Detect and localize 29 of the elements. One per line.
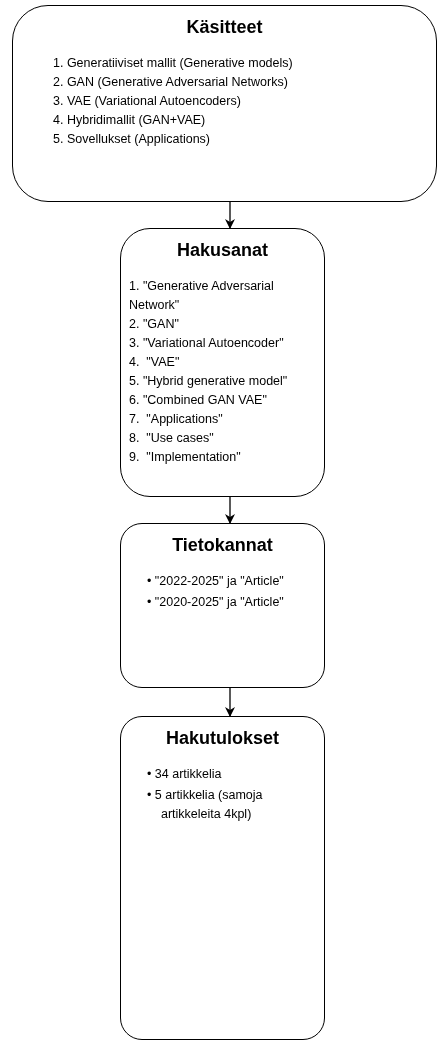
list-item: • "2022-2025" ja "Article" bbox=[147, 573, 285, 590]
list-item: • 34 artikkelia bbox=[147, 766, 223, 783]
list-item: 7. "Applications" bbox=[129, 411, 224, 428]
list-item: 4. Hybridimallit (GAN+VAE) bbox=[53, 112, 207, 129]
process-box bbox=[120, 228, 325, 497]
list-item: 3. "Variational Autoencoder" bbox=[129, 335, 285, 352]
list-item: • 5 artikkelia (samoja artikkeleita 4kpl) bbox=[147, 787, 264, 823]
arrow bbox=[225, 687, 235, 717]
list-item: 4. "VAE" bbox=[129, 354, 181, 371]
process-box bbox=[12, 5, 437, 202]
box-heading: Käsitteet bbox=[186, 16, 263, 38]
list-item: • "2020-2025" ja "Article" bbox=[147, 594, 285, 611]
list-item: 1. "Generative Adversarial Network" bbox=[129, 278, 275, 314]
list-item: 5. "Hybrid generative model" bbox=[129, 373, 289, 390]
list-item: 2. "GAN" bbox=[129, 316, 180, 333]
arrow bbox=[225, 201, 235, 229]
box-heading: Hakutulokset bbox=[166, 727, 279, 749]
list-item: 8. "Use cases" bbox=[129, 430, 215, 447]
box-heading: Tietokannat bbox=[172, 534, 273, 556]
list-item: 5. Sovellukset (Applications) bbox=[53, 131, 212, 148]
process-box bbox=[120, 716, 325, 1040]
list-item: 1. Generatiiviset mallit (Generative models) bbox=[53, 55, 294, 72]
list-item: 2. GAN (Generative Adversarial Networks) bbox=[53, 74, 289, 91]
box-heading: Hakusanat bbox=[176, 239, 268, 261]
process-box bbox=[120, 523, 325, 688]
arrow bbox=[225, 496, 235, 524]
list-item: 9. "Implementation" bbox=[129, 449, 242, 466]
list-item: 6. "Combined GAN VAE" bbox=[129, 392, 268, 409]
list-item: 3. VAE (Variational Autoencoders) bbox=[53, 93, 242, 110]
